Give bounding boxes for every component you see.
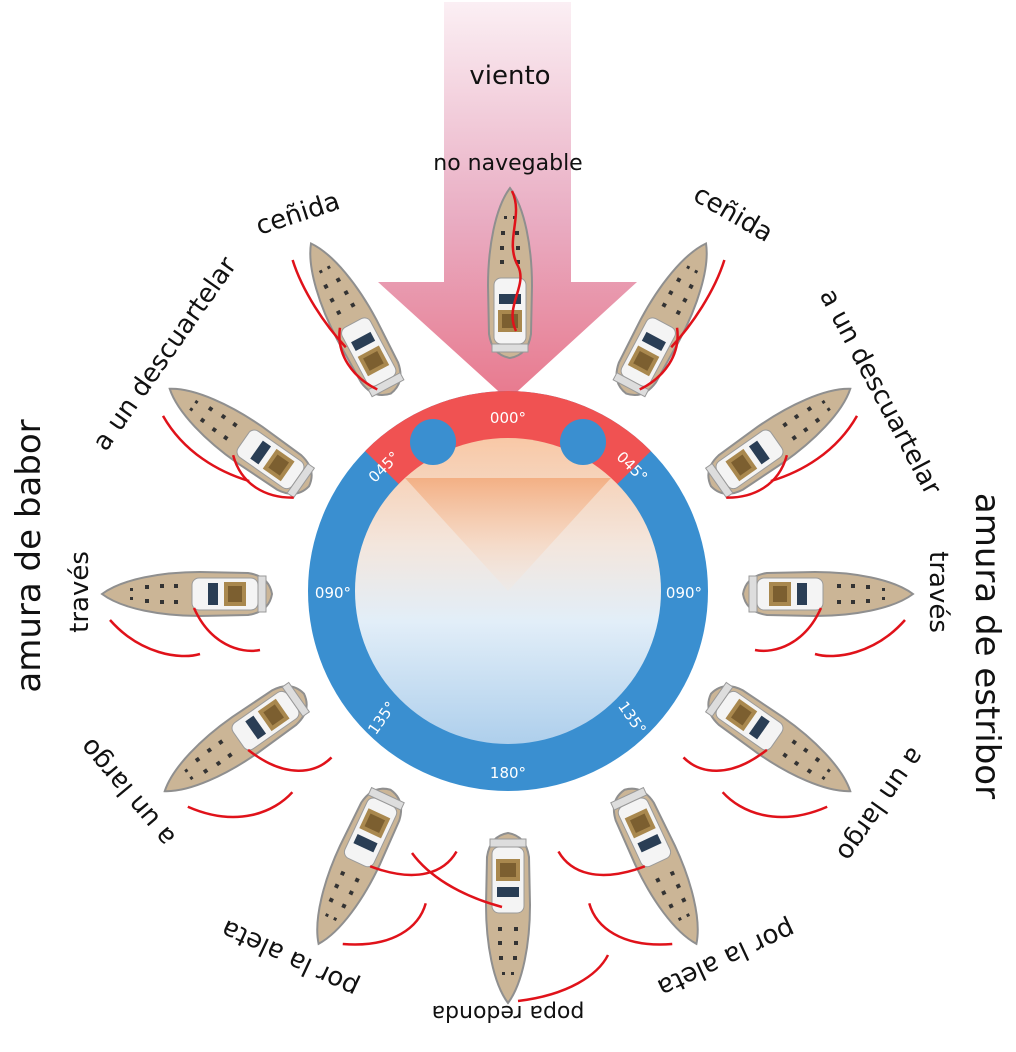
label-port-tack: amura de babor — [9, 419, 49, 692]
ring-cap-right — [560, 419, 606, 465]
boat-stbd-close-hauled — [607, 233, 730, 406]
no-sail-zone-label: no navegable — [433, 151, 582, 176]
label-starboard-tack: amura de estribor — [967, 493, 1007, 799]
no-go-sector — [405, 478, 611, 591]
label-port-quartering: por la aleta — [217, 913, 364, 1003]
label-stbd-broad-reach: a un largo — [830, 742, 930, 867]
ring-cap-left — [410, 419, 456, 465]
boat-port-broad-reach — [152, 676, 333, 819]
boat-stbd-beam-reach — [743, 572, 913, 658]
boat-port-quartering — [299, 780, 458, 980]
boat-stbd-quartering — [557, 780, 717, 980]
label-stbd-close-hauled: ceñida — [688, 179, 778, 248]
label-port-close-hauled: ceñida — [252, 186, 343, 241]
label-port-beam-reach: través — [65, 551, 95, 633]
deg-180: 180° — [490, 764, 526, 782]
boat-running — [410, 833, 610, 1003]
boat-stbd-broad-reach — [682, 676, 863, 819]
deg-090-port: 090° — [315, 584, 351, 602]
boat-port-close-reach — [148, 371, 322, 518]
boat-stbd-close-reach — [698, 371, 872, 518]
boat-port-beam-reach — [102, 572, 272, 658]
label-running: popa redonda — [432, 1000, 585, 1025]
boat-port-close-hauled — [287, 233, 410, 406]
deg-090-stbd: 090° — [666, 584, 702, 602]
label-stbd-beam-reach: través — [923, 551, 953, 633]
wind-label: viento — [469, 61, 550, 91]
boat-no-sail — [488, 188, 532, 358]
deg-000: 000° — [490, 409, 526, 427]
